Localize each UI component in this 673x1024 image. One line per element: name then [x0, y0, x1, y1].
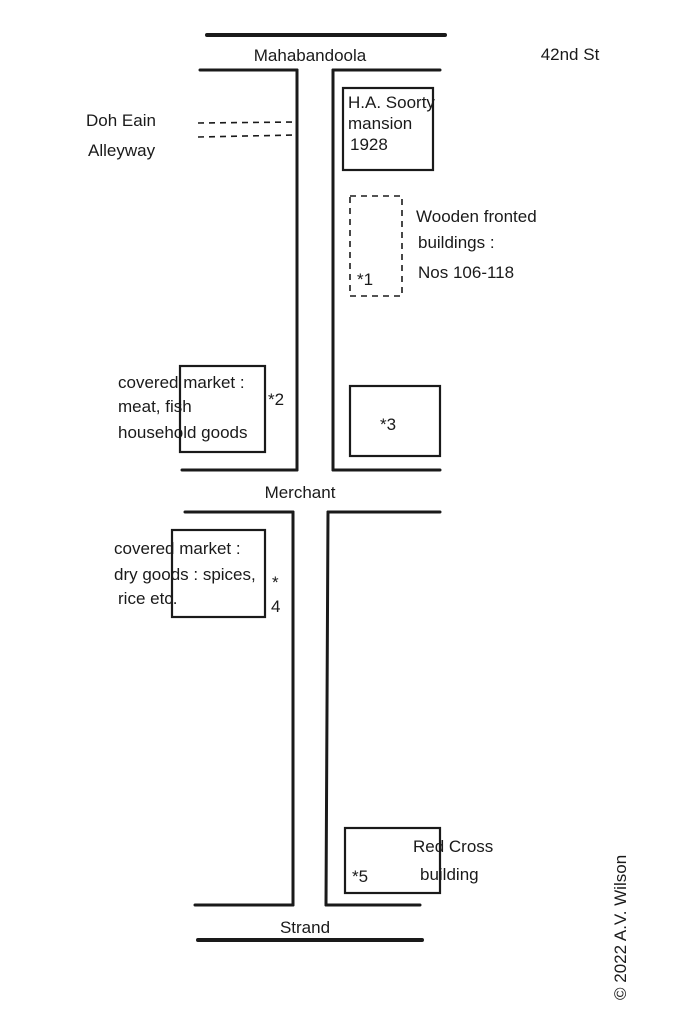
- redcross-line2: building: [420, 865, 479, 884]
- covered-market-dry-goods-box: [170, 528, 267, 619]
- marker-1: *1: [357, 270, 373, 289]
- soorty-line3: 1928: [350, 135, 388, 154]
- wooden-line2: buildings :: [418, 233, 495, 252]
- copyright-text: © 2022 A.V. Wilson: [611, 855, 630, 1000]
- alley-line-north: [197, 121, 297, 124]
- soorty-mansion-box: [341, 86, 435, 172]
- market2-line2: dry goods : spices,: [114, 565, 256, 584]
- street-lines: [180, 33, 447, 942]
- market2-line3: rice etc.: [118, 589, 178, 608]
- market1-line2: meat, fish: [118, 397, 192, 416]
- marker-3: *3: [380, 415, 396, 434]
- redcross-line1: Red Cross: [413, 837, 493, 856]
- market1-line1: covered market :: [118, 373, 245, 392]
- 42nd-east-edge-south: [324, 510, 330, 907]
- site-3-box: [348, 384, 442, 458]
- market1-line3: household goods: [118, 423, 248, 442]
- red-cross-box: [343, 826, 442, 895]
- alley-label-line1: Doh Eain: [86, 111, 156, 130]
- alley-label-line2: Alleyway: [88, 141, 156, 160]
- covered-market-meat-box: [178, 364, 267, 454]
- marker-4-star: *: [272, 573, 279, 592]
- street-label-merchant: Merchant: [265, 483, 336, 502]
- wooden-line3: Nos 106-118: [418, 263, 514, 282]
- street-label-mahabandoola: Mahabandoola: [254, 46, 367, 65]
- marker-5: *5: [352, 867, 368, 886]
- soorty-line1: H.A. Soorty: [348, 93, 435, 112]
- street-label-strand: Strand: [280, 918, 330, 937]
- wooden-line1: Wooden fronted: [416, 207, 537, 226]
- alley-line-south: [197, 134, 297, 138]
- soorty-line2: mansion: [348, 114, 412, 133]
- marker-2: *2: [268, 390, 284, 409]
- market2-line1: covered market :: [114, 539, 241, 558]
- wooden-buildings-box: [349, 195, 403, 297]
- marker-4-number: 4: [271, 597, 280, 616]
- map-title: 42nd St: [541, 45, 600, 64]
